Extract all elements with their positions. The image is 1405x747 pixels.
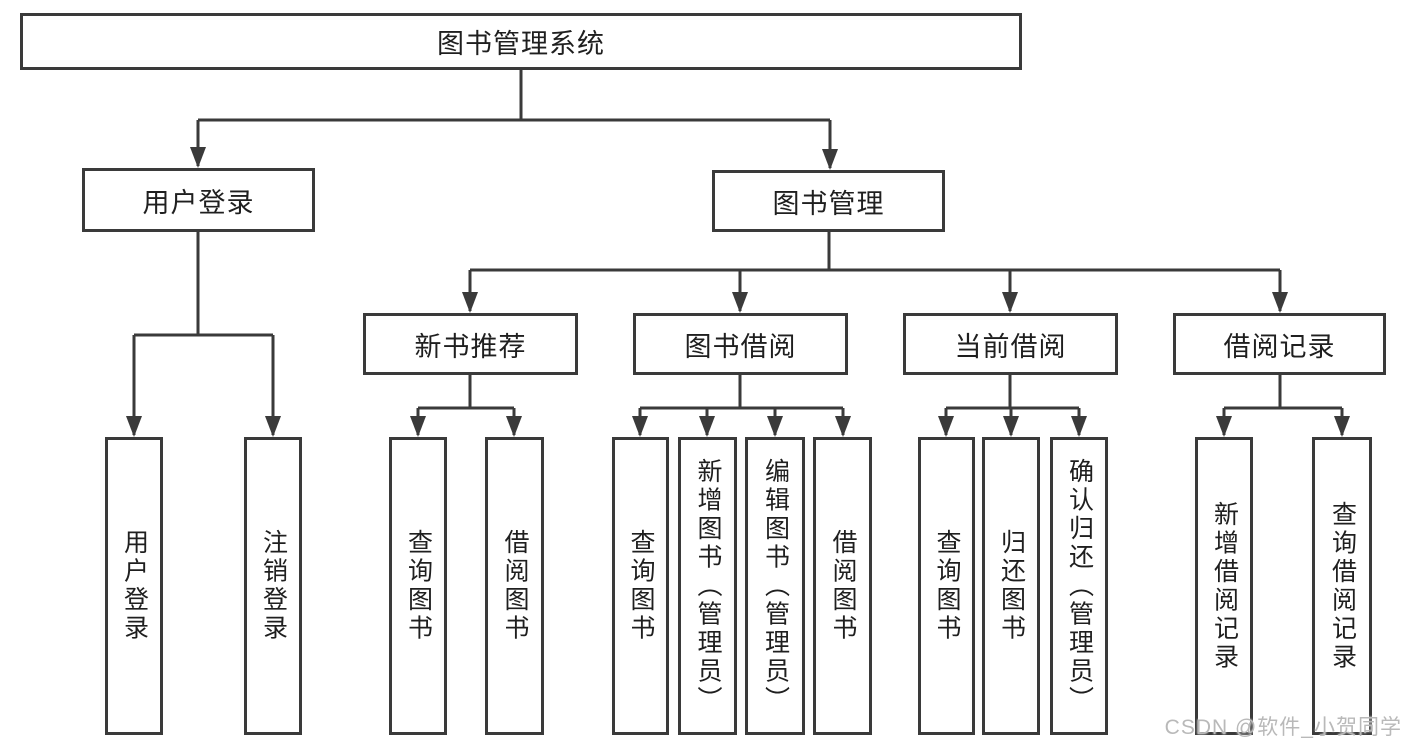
leaf-br-query-record-label: 查询借阅记录 [1328,500,1357,672]
leaf-bb-add-books-label: 新增图书（管理员） [694,457,722,715]
node-root: 图书管理系统 [20,13,1022,70]
leaf-bb-borrow-books-label: 借阅图书 [829,529,857,643]
leaf-cb-return-books-label: 归还图书 [997,529,1026,643]
leaf-cb-confirm-return: 确认归还（管理员） [1050,437,1108,735]
leaf-br-add-record-label: 新增借阅记录 [1210,500,1239,672]
node-current-borrowing-label: 当前借阅 [954,331,1067,362]
node-borrowing-records: 借阅记录 [1173,313,1386,375]
node-book-borrowing-label: 图书借阅 [684,331,797,362]
leaf-rec-query-books: 查询图书 [389,437,447,735]
leaf-rec-borrow-books-label: 借阅图书 [501,529,529,643]
node-borrowing-records-label: 借阅记录 [1223,331,1336,362]
leaf-bb-query-books-label: 查询图书 [627,529,655,643]
leaf-cb-query-books: 查询图书 [918,437,975,735]
leaf-rec-query-books-label: 查询图书 [404,529,433,643]
node-book-management-label: 图书管理 [772,188,885,219]
node-new-book-recommendation-label: 新书推荐 [414,331,527,362]
csdn-watermark: CSDN @软件_小贺同学 [1164,716,1402,739]
leaf-bb-borrow-books: 借阅图书 [813,437,872,735]
connector-edges [132,70,1344,435]
leaf-bb-edit-books-label: 编辑图书（管理员） [761,457,790,715]
leaf-user-login-label: 用户登录 [120,529,149,643]
connector-arrowheads [126,147,1350,437]
node-user-login-label: 用户登录 [142,187,255,218]
leaf-bb-add-books: 新增图书（管理员） [678,437,737,735]
leaf-cb-confirm-return-label: 确认归还（管理员） [1065,457,1094,715]
node-book-management: 图书管理 [712,170,945,232]
leaf-cb-return-books: 归还图书 [982,437,1040,735]
leaf-bb-query-books: 查询图书 [612,437,669,735]
node-book-borrowing: 图书借阅 [633,313,848,375]
node-current-borrowing: 当前借阅 [903,313,1118,375]
node-new-book-recommendation: 新书推荐 [363,313,578,375]
leaf-rec-borrow-books: 借阅图书 [485,437,544,735]
leaf-bb-edit-books: 编辑图书（管理员） [745,437,805,735]
node-user-login: 用户登录 [82,168,315,232]
leaf-br-query-record: 查询借阅记录 [1312,437,1372,735]
leaf-logout: 注销登录 [244,437,302,735]
leaf-logout-label: 注销登录 [259,529,288,643]
node-root-label: 图书管理系统 [437,29,605,59]
leaf-br-add-record: 新增借阅记录 [1195,437,1253,735]
leaf-cb-query-books-label: 查询图书 [933,529,961,643]
leaf-user-login: 用户登录 [105,437,163,735]
